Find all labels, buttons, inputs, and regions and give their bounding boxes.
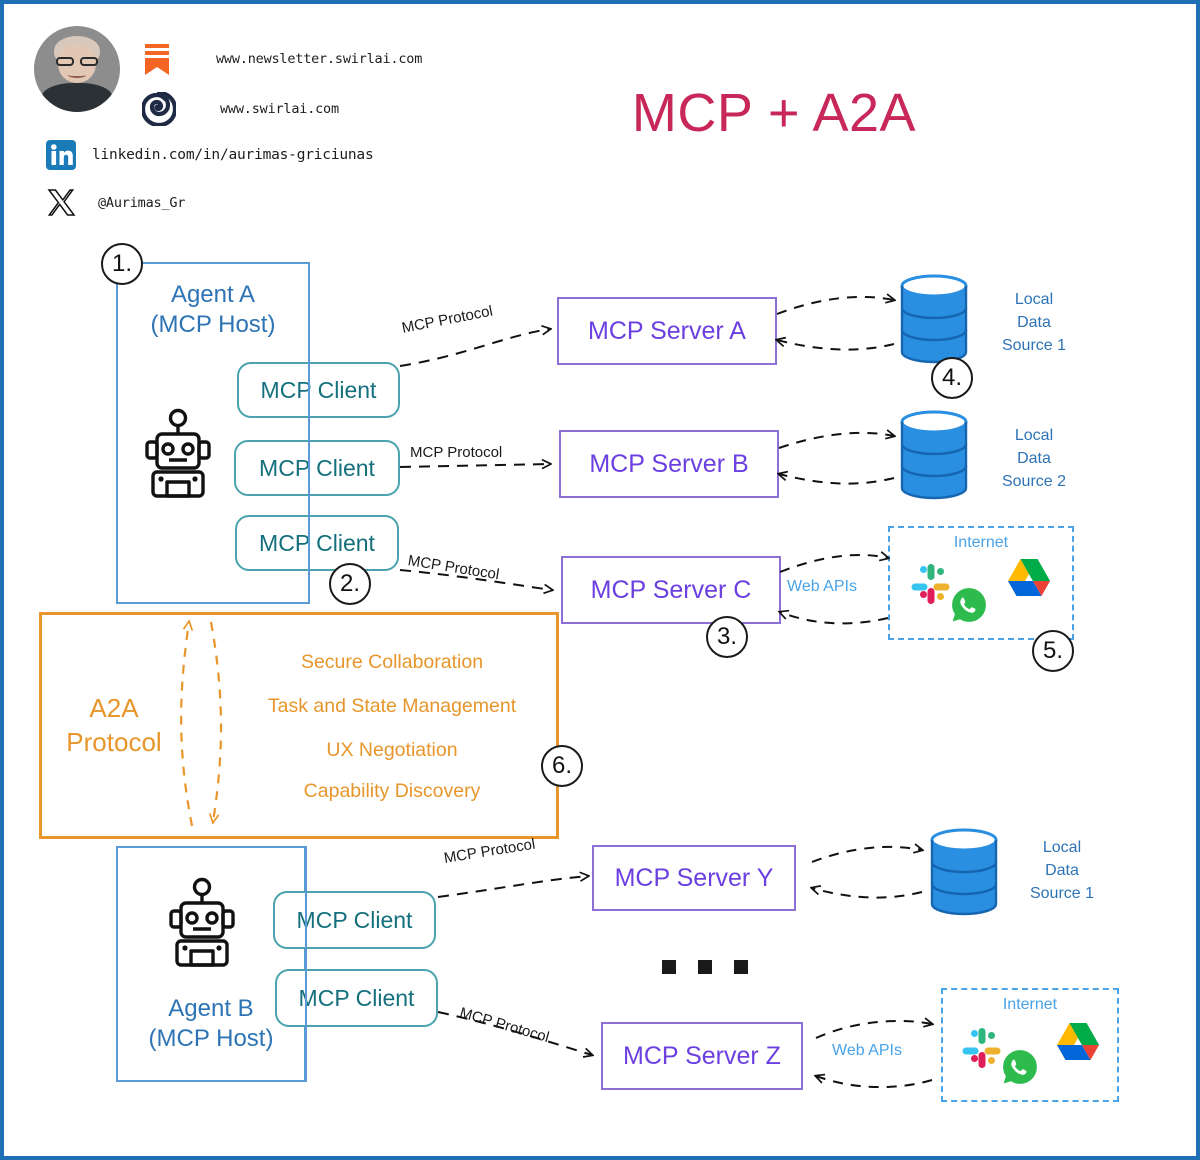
step-marker-6: 6. <box>541 745 583 787</box>
step-marker-3: 3. <box>706 616 748 658</box>
database-icon-3 <box>924 828 1004 929</box>
whatsapp-icon <box>999 1046 1041 1093</box>
website-row[interactable]: www.swirlai.com <box>140 90 339 128</box>
website-url: www.swirlai.com <box>220 101 339 117</box>
agent-b-label: Agent B (MCP Host) <box>148 995 274 1052</box>
agent-a-label: Agent A (MCP Host) <box>150 281 276 338</box>
slack-icon <box>961 1024 1009 1077</box>
slack-icon <box>910 560 958 613</box>
google-drive-icon <box>1002 556 1056 609</box>
linkedin-url: linkedin.com/in/aurimas-griciunas <box>92 147 374 163</box>
a2a-item-0: Secure Collaboration <box>300 651 484 673</box>
mcp-server-a[interactable]: MCP Server A <box>557 297 777 365</box>
robot-icon-b <box>166 877 238 972</box>
linkedin-row[interactable]: linkedin.com/in/aurimas-griciunas <box>44 138 374 172</box>
mcp-server-z[interactable]: MCP Server Z <box>601 1022 803 1090</box>
substack-bookmark-icon <box>142 42 172 76</box>
mcp-client-a2[interactable]: MCP Client <box>234 440 400 496</box>
local-data-source-2-label: Local Data Source 2 <box>1001 427 1067 490</box>
robot-icon-a <box>142 408 214 503</box>
mcp-client-a3[interactable]: MCP Client <box>235 515 399 571</box>
ellipsis-dots <box>662 960 748 974</box>
mcp-server-b[interactable]: MCP Server B <box>559 430 779 498</box>
mcp-protocol-label-b: MCP Protocol <box>410 444 503 461</box>
a2a-item-1: Task and State Management <box>267 695 517 717</box>
x-twitter-icon <box>44 186 78 220</box>
local-data-source-1-label: Local Data Source 1 <box>1001 291 1067 354</box>
mcp-client-a1[interactable]: MCP Client <box>237 362 400 418</box>
step-marker-1: 1. <box>101 243 143 285</box>
internet-box-top: Internet <box>888 526 1074 640</box>
mcp-client-b2[interactable]: MCP Client <box>275 969 438 1027</box>
mcp-client-b1[interactable]: MCP Client <box>273 891 436 949</box>
linkedin-icon <box>44 138 78 172</box>
mcp-protocol-label-z: MCP Protocol <box>457 1004 552 1047</box>
mcp-server-c[interactable]: MCP Server C <box>561 556 781 624</box>
a2a-item-3: Capability Discovery <box>303 780 481 802</box>
twitter-handle: @Aurimas_Gr <box>98 195 186 211</box>
twitter-row[interactable]: @Aurimas_Gr <box>44 186 185 220</box>
swirlai-logo-icon <box>140 90 178 128</box>
a2a-protocol-box <box>39 612 559 839</box>
branding-block: www.newsletter.swirlai.com www.swirlai.c… <box>22 20 452 216</box>
web-apis-label-bottom: Web APIs <box>832 1042 902 1059</box>
newsletter-url: www.newsletter.swirlai.com <box>216 51 423 67</box>
internet-label-top: Internet <box>953 534 1009 551</box>
page-title: MCP + A2A <box>631 83 917 143</box>
step-marker-4: 4. <box>931 357 973 399</box>
mcp-protocol-label-a: MCP Protocol <box>400 302 495 337</box>
step-marker-2: 2. <box>329 563 371 605</box>
newsletter-row[interactable]: www.newsletter.swirlai.com <box>142 42 422 76</box>
internet-label-bottom: Internet <box>1002 996 1058 1013</box>
internet-box-bottom: Internet <box>941 988 1119 1102</box>
mcp-server-y[interactable]: MCP Server Y <box>592 845 796 911</box>
mcp-protocol-label-c: MCP Protocol <box>406 552 501 584</box>
local-data-source-3-label: Local Data Source 1 <box>1029 839 1095 902</box>
a2a-protocol-title: A2A Protocol <box>66 693 162 757</box>
whatsapp-icon <box>948 584 990 631</box>
a2a-item-2: UX Negotiation <box>326 739 458 761</box>
database-icon-1 <box>894 272 974 377</box>
web-apis-label-top: Web APIs <box>787 578 857 595</box>
google-drive-icon <box>1051 1020 1105 1073</box>
mcp-protocol-label-y: MCP Protocol <box>442 835 537 867</box>
avatar <box>34 26 120 112</box>
step-marker-5: 5. <box>1032 630 1074 672</box>
database-icon-2 <box>894 408 974 513</box>
